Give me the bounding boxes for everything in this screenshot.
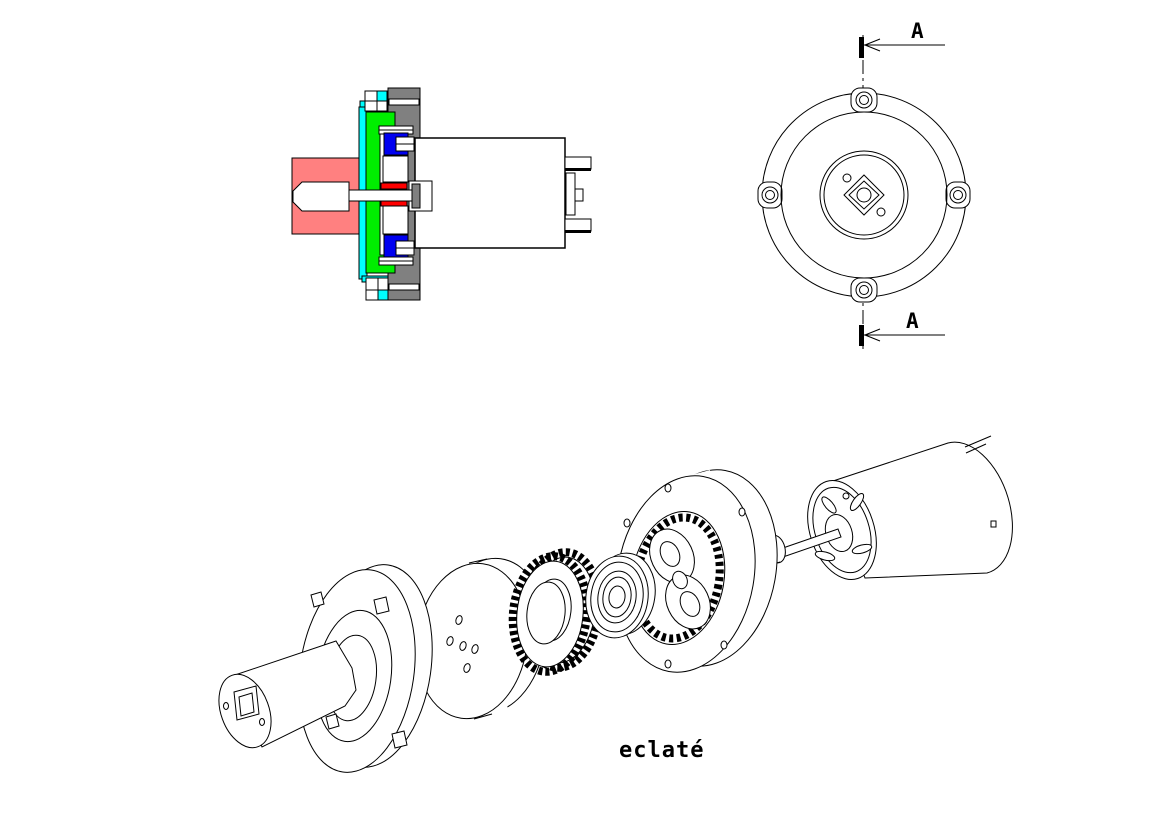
- exploded-part-ring-gear-housing: [613, 469, 778, 673]
- disc-holes: [446, 615, 479, 673]
- section-marker-top: A: [859, 19, 945, 58]
- lobe-hole-upper: [659, 541, 681, 567]
- motor-rear-boss: [565, 172, 576, 216]
- pin-hole: [876, 207, 886, 217]
- exploded-caption: eclaté: [619, 738, 704, 763]
- exploded-view: eclaté: [218, 435, 1013, 773]
- exploded-part-bearing: [585, 552, 656, 639]
- internal-gear-teeth: [632, 513, 724, 643]
- section-view: [291, 87, 592, 301]
- coupling-pin-hole: [259, 718, 265, 726]
- housing-groove-top: [388, 98, 420, 106]
- section-marker-bottom: A: [859, 309, 945, 346]
- seal-top: [380, 182, 408, 190]
- ring-gear-section: [365, 111, 396, 274]
- rotor-block-top: [382, 155, 409, 183]
- motor-boss-gray: [411, 183, 421, 209]
- pin-hole: [842, 173, 852, 183]
- exploded-part-motor: [778, 435, 1013, 581]
- coupling-square-cavity: [292, 181, 350, 212]
- coupling-pin-hole: [223, 702, 229, 710]
- section-label-top: A: [911, 19, 924, 43]
- center-hole: [856, 187, 872, 203]
- motor-terminals: [564, 156, 592, 233]
- inner-rim: [780, 111, 948, 279]
- section-bar: [859, 37, 864, 58]
- square-drive-inner: [848, 180, 880, 210]
- lobe-hole-lower: [679, 591, 701, 617]
- terminal-top: [564, 156, 592, 170]
- section-bar: [859, 325, 864, 346]
- motor-vent-slots: [814, 492, 873, 562]
- motor-rear-nub: [574, 188, 584, 202]
- cover-tabs: [310, 591, 408, 749]
- screw-caps: [364, 90, 389, 301]
- motor-body-section: [414, 137, 566, 249]
- section-label-bottom: A: [906, 309, 919, 333]
- gear-teeth: [508, 552, 592, 676]
- terminal-bottom: [564, 218, 592, 232]
- housing-groove-bottom: [388, 283, 420, 291]
- mounting-tabs: [757, 87, 971, 303]
- front-view: A A: [757, 19, 971, 352]
- shaft-section: [348, 189, 413, 202]
- bearing-bore: [608, 585, 626, 609]
- exploded-part-coupling: [218, 640, 357, 749]
- motor-side-nub: [990, 520, 997, 528]
- rotor-block-bottom: [382, 205, 409, 235]
- lobe-hole-center: [672, 570, 688, 590]
- gear-bore: [526, 581, 566, 645]
